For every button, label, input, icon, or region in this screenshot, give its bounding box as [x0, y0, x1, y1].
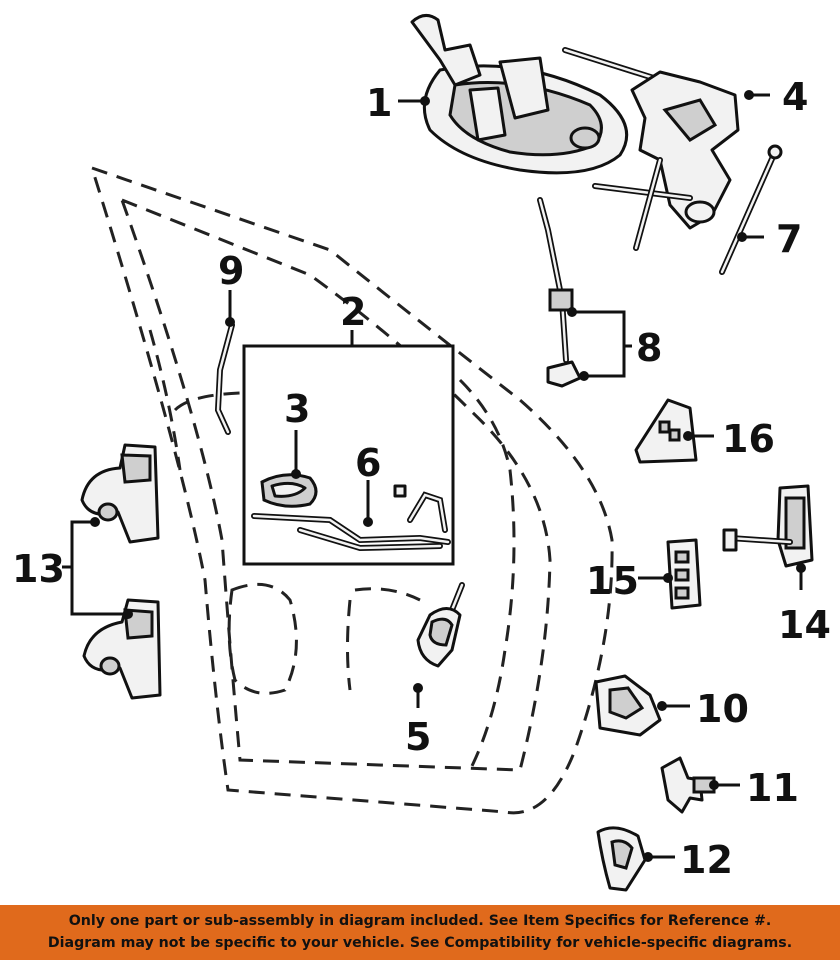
callout-7: 7 — [776, 217, 802, 261]
door-outline — [89, 165, 614, 815]
part-15-bracket — [666, 538, 702, 610]
callout-5: 5 — [405, 715, 431, 759]
parts-diagram: 1 2 3 4 5 6 7 8 9 10 11 12 13 14 15 16 — [12, 14, 831, 892]
callout-3: 3 — [284, 387, 310, 431]
part-2-inside-handle-box — [242, 344, 455, 566]
disclaimer-banner: Only one part or sub-assembly in diagram… — [0, 905, 840, 960]
callout-12: 12 — [680, 838, 733, 882]
part-10-bumper — [594, 674, 662, 737]
part-11-fastener — [660, 756, 716, 814]
disclaimer-line-1: Only one part or sub-assembly in diagram… — [68, 913, 772, 929]
callout-2: 2 — [340, 290, 366, 334]
leader-lines — [62, 90, 806, 862]
callout-8: 8 — [636, 326, 662, 370]
part-16-trim — [634, 398, 698, 464]
part-9-rod — [214, 322, 235, 435]
disclaimer-line-2: Diagram may not be specific to your vehi… — [47, 935, 793, 951]
callout-9: 9 — [218, 249, 244, 293]
callout-1: 1 — [366, 81, 392, 125]
callout-numbers: 1 2 3 4 5 6 7 8 9 10 11 12 13 14 15 16 — [12, 75, 831, 882]
callout-16: 16 — [722, 417, 775, 461]
callout-10: 10 — [696, 687, 749, 731]
part-12-clip — [596, 826, 647, 892]
part-13-hinges — [80, 443, 162, 700]
callout-13: 13 — [12, 547, 65, 591]
part-5-lock-actuator — [416, 582, 465, 668]
part-7-rod — [719, 144, 783, 275]
callout-15: 15 — [586, 559, 639, 603]
part-8-rod-clips — [537, 197, 582, 388]
part-14-check-strap — [722, 484, 814, 568]
part-1-outside-handle — [410, 14, 629, 175]
part-4-latch-assembly — [562, 47, 740, 251]
callout-14: 14 — [778, 603, 831, 647]
callout-4: 4 — [782, 75, 808, 119]
callout-11: 11 — [746, 766, 799, 810]
callout-6: 6 — [355, 441, 381, 485]
